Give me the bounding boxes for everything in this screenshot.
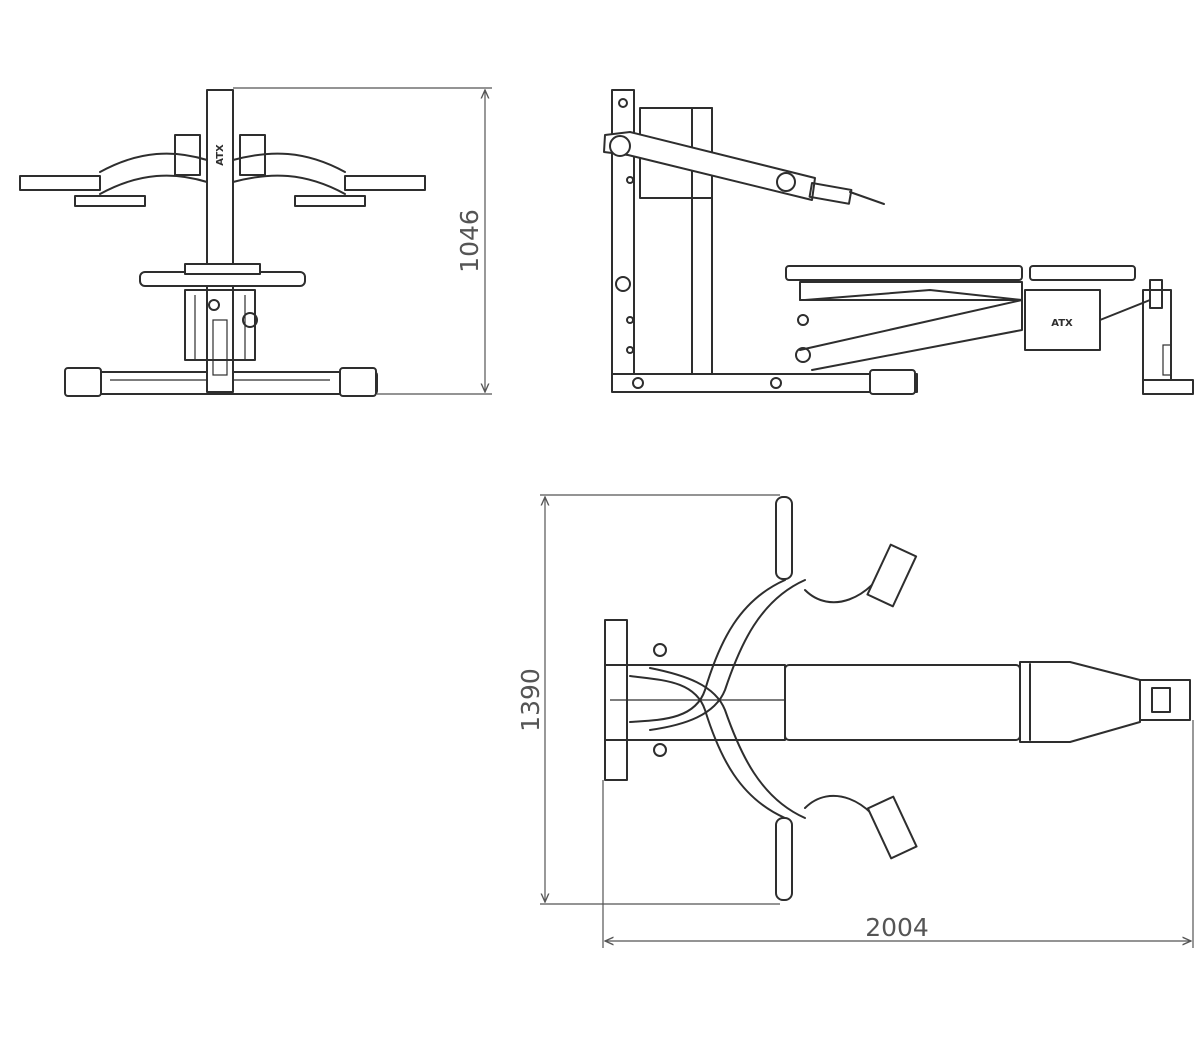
height-dimension: 1046 — [233, 87, 492, 395]
side-logo: ATX — [1051, 318, 1073, 329]
depth-value: 1390 — [516, 668, 545, 732]
depth-dimension: 1390 — [516, 494, 780, 905]
top-view — [604, 496, 1191, 901]
length-value: 2004 — [865, 913, 929, 942]
front-view: ATX — [19, 89, 426, 397]
front-logo: ATX — [215, 144, 226, 166]
length-dimension: 2004 — [602, 720, 1194, 948]
side-view: ATX — [603, 89, 1194, 395]
height-value: 1046 — [455, 209, 484, 273]
